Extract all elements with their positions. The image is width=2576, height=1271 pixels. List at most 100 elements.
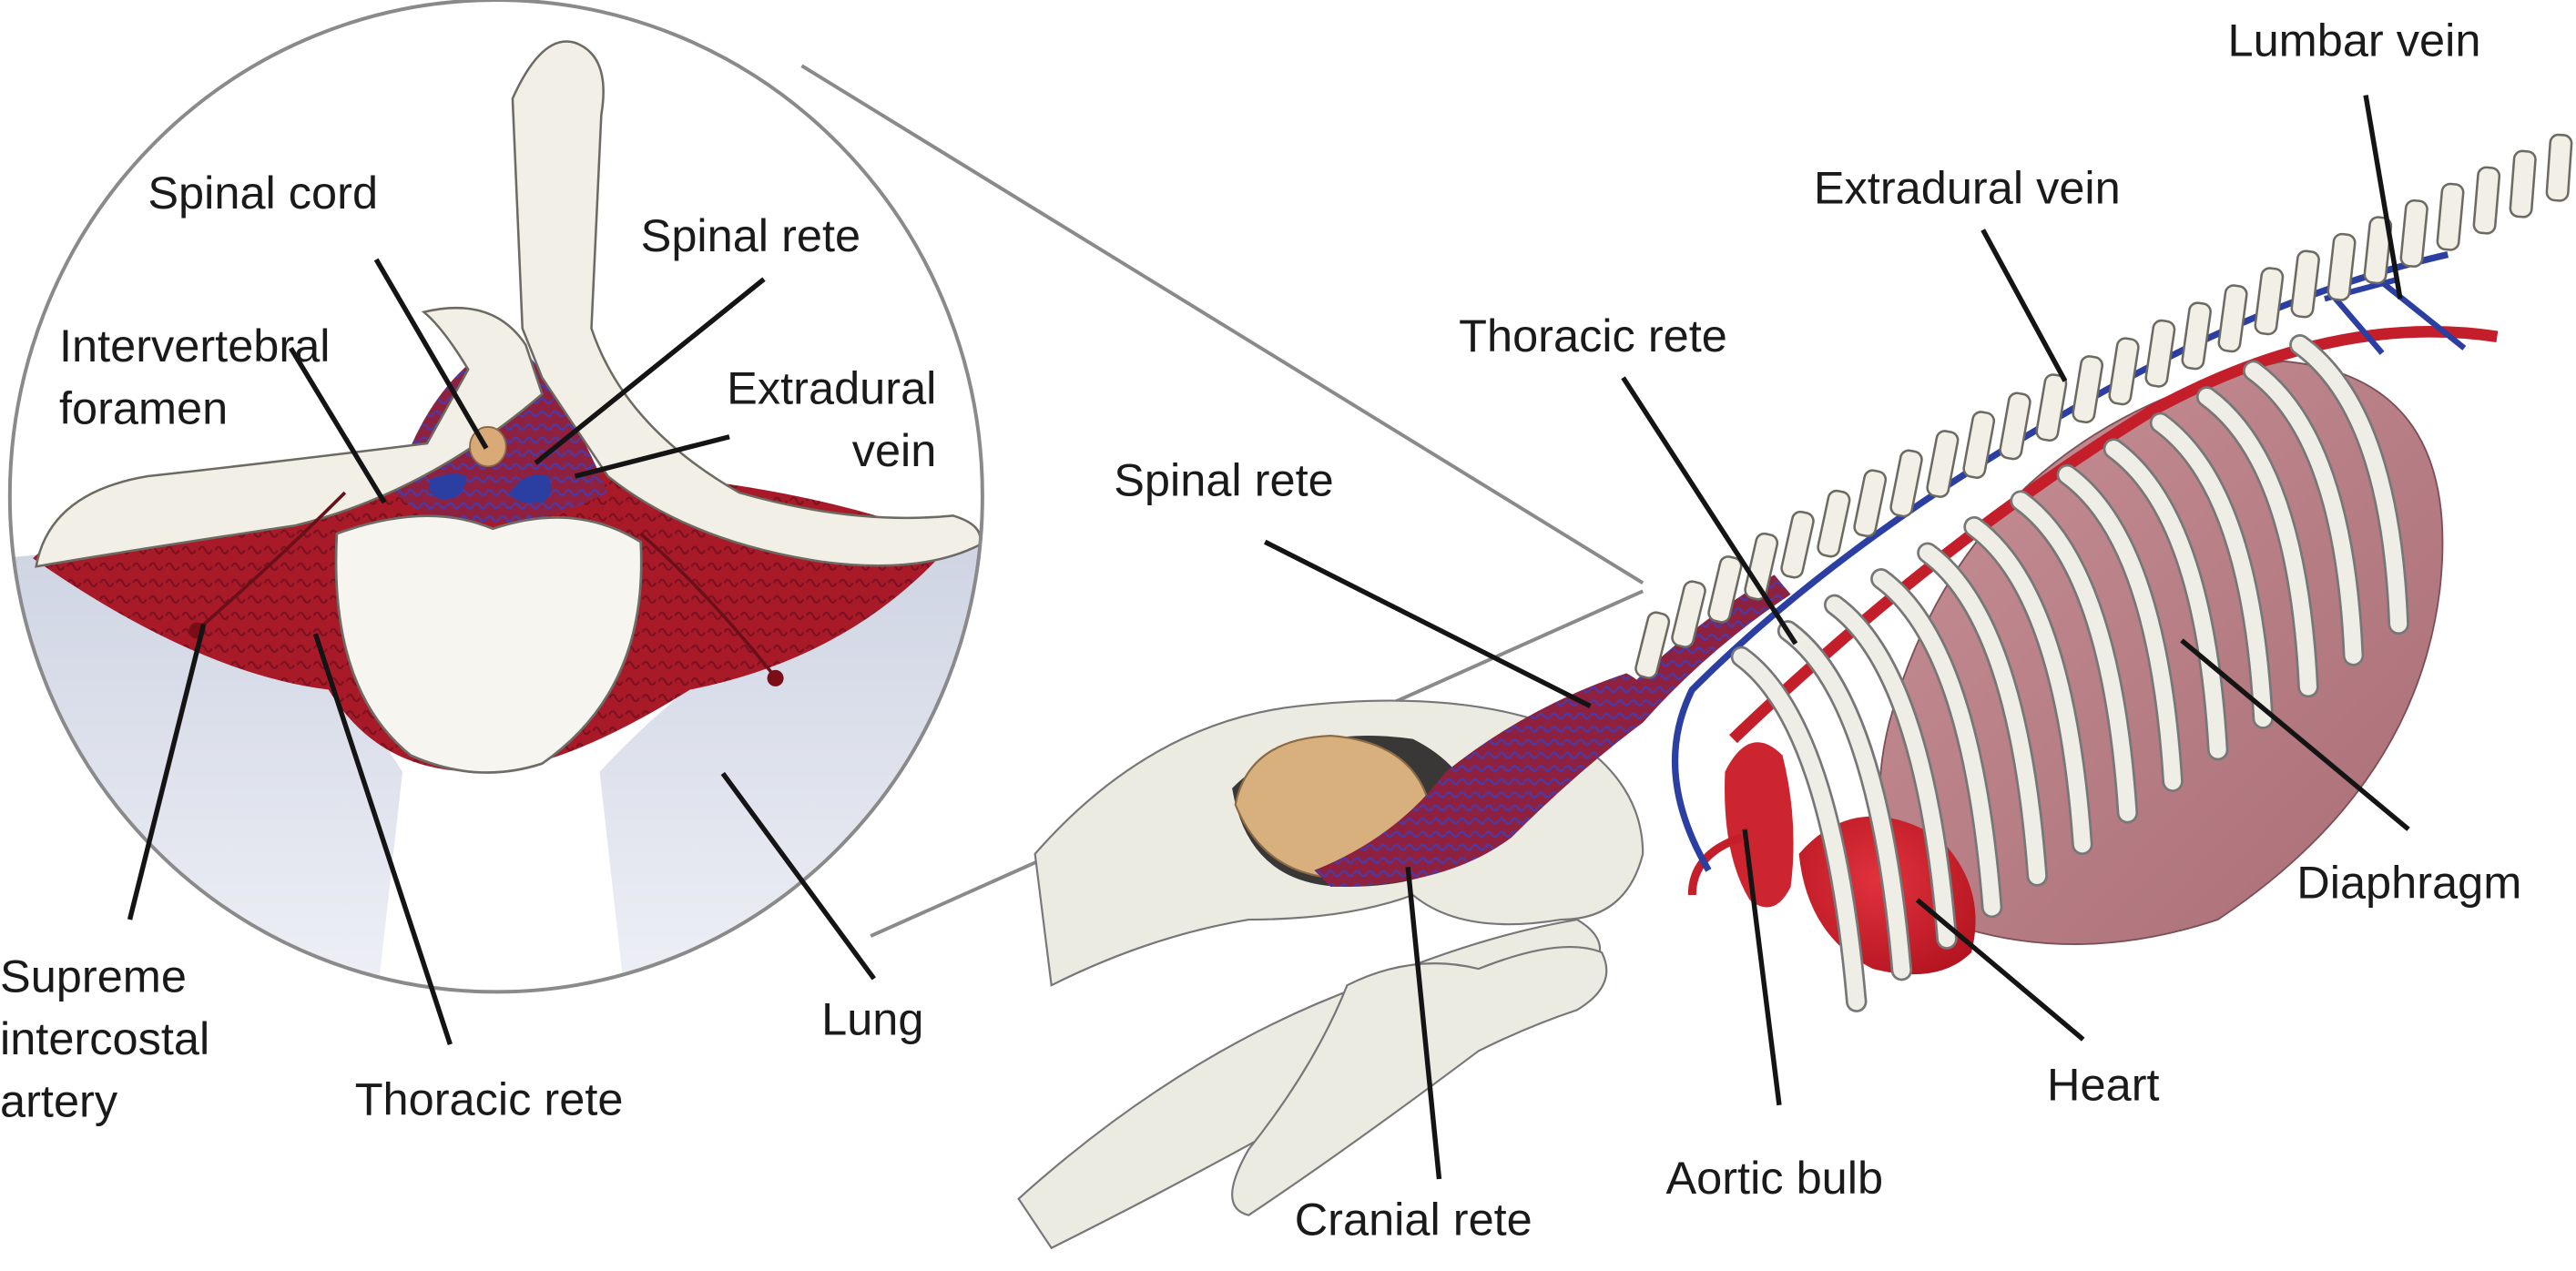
label-line: Thoracic rete <box>1459 310 1727 361</box>
leader-line-extradural-vein-inset <box>574 434 730 479</box>
rib <box>2245 362 2362 664</box>
label-line: vein <box>852 424 937 476</box>
label-text-extradural-vein-inset: Extradural vein <box>727 362 936 477</box>
label-cranial-rete: Cranial rete <box>1295 867 1532 1245</box>
vertebra-spinous-process <box>2436 182 2465 251</box>
rib <box>2291 336 2408 633</box>
rib <box>1733 648 1865 1011</box>
label-line: foramen <box>59 381 228 433</box>
rib <box>2105 440 2226 758</box>
vertebra-spinous-process <box>2363 216 2393 285</box>
leader-line-intervertebral-foramen <box>289 346 387 504</box>
label-line: Thoracic rete <box>355 1073 624 1125</box>
vertebra-spinous-process <box>2327 232 2357 301</box>
leader-line-cranial-rete <box>1405 867 1442 1180</box>
vertebra-spinous-process <box>1671 580 1706 648</box>
label-line: artery <box>0 1074 118 1126</box>
inset-extradural-vein-left <box>428 473 467 500</box>
inset-intercostal-artery-right <box>639 532 774 675</box>
label-spinal-rete-inset: Spinal rete <box>534 209 860 465</box>
vertebra-spinous-process <box>1889 449 1923 518</box>
rib-cage <box>1730 334 2409 1012</box>
rib <box>2059 466 2182 790</box>
label-text-diaphragm: Diaphragm <box>2296 857 2521 909</box>
rib <box>1872 570 2001 916</box>
label-text-lung: Lung <box>821 992 923 1044</box>
vertebra-spinous-process <box>1853 469 1888 538</box>
cranial-rete-shape <box>1314 673 1649 887</box>
label-text-spinal-rete: Spinal rete <box>1114 454 1333 506</box>
label-line: Spinal rete <box>641 209 860 261</box>
vertebra-spinous-process <box>2254 267 2285 336</box>
leader-line-extradural-vein <box>1980 229 2068 382</box>
vertebra-spinous-process <box>2290 249 2320 319</box>
lumbar-vein-branch-2 <box>2380 280 2467 351</box>
label-line: Lung <box>821 992 923 1044</box>
label-aortic-bulb: Aortic bulb <box>1665 829 1883 1204</box>
inset-vertebral-body <box>334 514 643 774</box>
callout-line-upper <box>800 64 1644 585</box>
label-diaphragm: Diaphragm <box>2180 638 2521 909</box>
inset-outline <box>8 0 984 994</box>
label-spinal-cord: Spinal cord <box>148 167 489 450</box>
vertebra-spinous-process <box>1744 532 1779 601</box>
skeleton-main <box>1017 133 2573 1250</box>
vertebra-spinous-process <box>1707 555 1743 624</box>
vertebra-spinous-process <box>1962 411 1996 479</box>
vertebra-spinous-process <box>1817 489 1851 558</box>
label-heart: Heart <box>1915 898 2160 1110</box>
label-lumbar-vein: Lumbar vein <box>2228 14 2481 300</box>
leader-line-thoracic-rete-inset <box>312 633 453 1045</box>
label-line: Extradural <box>727 362 936 414</box>
vertebra-spinous-process <box>1926 430 1960 498</box>
leader-line-spinal-cord <box>373 258 489 450</box>
inset-artery-lumen-right <box>767 669 784 686</box>
rib <box>1919 544 2046 884</box>
inset-extradural-vein-right <box>509 474 552 503</box>
vertebra-spinous-process <box>2072 355 2103 424</box>
rib <box>2152 414 2272 727</box>
vertebra-spinous-process <box>1634 611 1671 679</box>
label-text-heart: Heart <box>2047 1058 2160 1110</box>
lumbar-vein-branch-1 <box>2330 293 2385 355</box>
vertebra-spinous-process <box>2035 373 2068 442</box>
leader-line-supreme-intercostal-artery <box>127 623 207 920</box>
label-text-thoracic-rete-inset: Thoracic rete <box>355 1073 624 1125</box>
rib <box>1779 622 1910 979</box>
vertebra-spinous-process <box>1999 391 2031 461</box>
vertebra-spinous-process <box>2144 319 2176 388</box>
leader-line-lung <box>720 771 877 981</box>
leader-line-diaphragm <box>2180 638 2410 831</box>
label-line: Diaphragm <box>2296 857 2521 909</box>
spinal-rete-shape <box>1626 574 1791 723</box>
rib <box>1826 596 1956 948</box>
label-lung: Lung <box>720 771 923 1044</box>
inset-spinous-process <box>511 40 982 567</box>
vertebra-spinous-process <box>1780 510 1815 579</box>
label-text-extradural-vein: Extradural vein <box>1814 162 2121 214</box>
vertebra-spinous-process <box>2108 337 2140 406</box>
label-thoracic-rete: Thoracic rete <box>1459 310 1798 646</box>
leader-line-aortic-bulb <box>1742 829 1782 1106</box>
label-line: Extradural vein <box>1814 162 2121 214</box>
vertebra-spinous-process <box>2472 166 2501 235</box>
label-text-thoracic-rete: Thoracic rete <box>1459 310 1727 361</box>
aortic-bulb-shape <box>1725 742 1794 908</box>
vertebral-column <box>1634 133 2573 679</box>
label-text-lumbar-vein: Lumbar vein <box>2228 14 2481 66</box>
vertebra-spinous-process <box>2217 284 2248 353</box>
label-extradural-vein-inset: Extradural vein <box>574 362 936 479</box>
leader-line-spinal-rete <box>1264 539 1592 708</box>
vertebra-spinous-process <box>2181 301 2212 371</box>
rib <box>2012 493 2136 821</box>
label-line: Cranial rete <box>1295 1193 1532 1245</box>
label-text-spinal-rete-inset: Spinal rete <box>641 209 860 261</box>
label-spinal-rete: Spinal rete <box>1114 454 1592 708</box>
vertebra-spinous-process <box>2399 198 2428 268</box>
